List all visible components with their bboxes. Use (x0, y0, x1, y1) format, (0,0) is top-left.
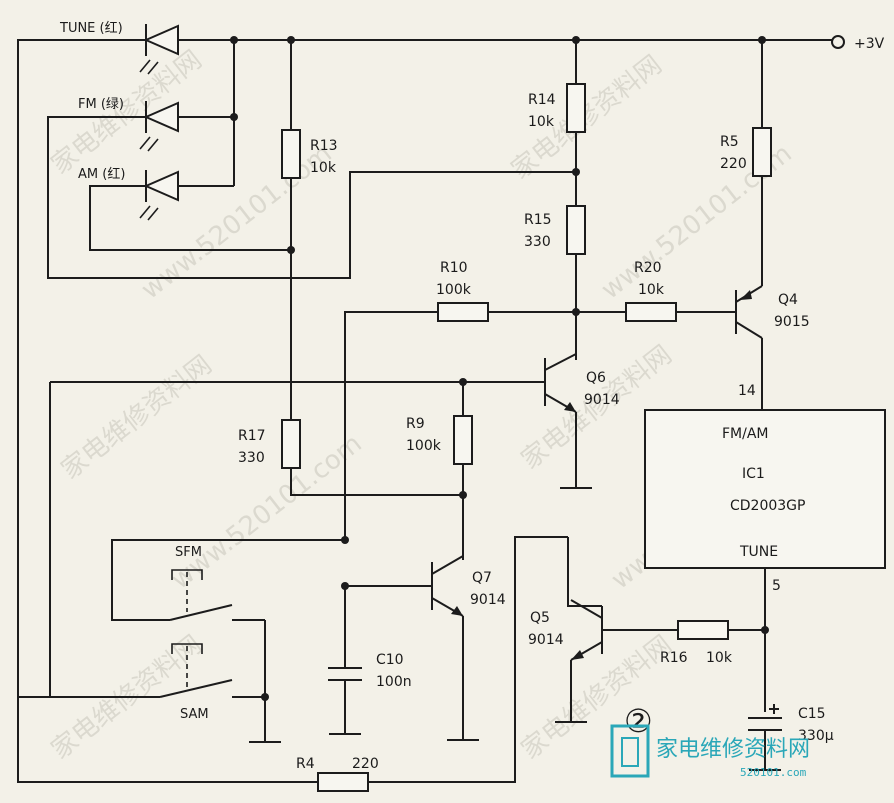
r13-name: R13 (310, 138, 338, 154)
brand-name: 家电维修资料网 (656, 737, 810, 762)
r5-name: R5 (720, 134, 739, 150)
r4-name: R4 (296, 756, 315, 772)
watermark-text: 家电维修资料网 (56, 350, 218, 486)
resistor-r14: R14 10k (528, 40, 586, 206)
led-tune-label: TUNE (红) (59, 20, 123, 36)
r5-value: 220 (720, 156, 747, 172)
led-wiring (17, 39, 576, 698)
r20-name: R20 (634, 260, 662, 276)
transistor-q5: Q5 9014 (528, 537, 678, 723)
q7-name: Q7 (472, 570, 492, 586)
watermark-url: www.520101.com (136, 139, 338, 306)
r4-value: 220 (352, 756, 379, 772)
transistor-q4: Q4 9015 (735, 285, 810, 410)
resistor-r20: R20 10k (576, 260, 736, 322)
c15-value: 330μ (798, 728, 834, 744)
r15-name: R15 (524, 212, 552, 228)
r13-value: 10k (310, 160, 337, 176)
switch-sfm: SFM (111, 539, 345, 621)
c10-name: C10 (376, 652, 404, 668)
q6-part: 9014 (584, 392, 620, 408)
ic-cd2003gp: 14 FM/AM IC1 CD2003GP TUNE 5 (644, 383, 886, 712)
watermark-text: 家电维修资料网 (516, 630, 678, 766)
led-am: AM (红) (78, 166, 179, 221)
supply-label: +3V (854, 36, 885, 52)
ic-line2: IC1 (742, 466, 765, 482)
ic-line3: CD2003GP (730, 498, 805, 514)
ic-pin-5: 5 (772, 578, 781, 594)
c15-name: C15 (798, 706, 826, 722)
resistor-r5: R5 220 (720, 40, 772, 286)
transistor-q6: Q6 9014 (50, 353, 620, 489)
led-fm-label: FM (绿) (78, 97, 124, 112)
q5-part: 9014 (528, 632, 564, 648)
brand-icon (610, 724, 650, 778)
r10-name: R10 (440, 260, 468, 276)
resistor-r10: R10 100k (344, 260, 576, 540)
r16-value: 10k (706, 650, 733, 666)
r17-value: 330 (238, 450, 265, 466)
capacitor-c15: C15 330μ (748, 704, 834, 771)
q6-name: Q6 (586, 370, 606, 386)
r9-value: 100k (406, 438, 442, 454)
transistor-q7: Q7 9014 (341, 536, 506, 741)
resistor-r9: R9 100k (406, 382, 473, 560)
watermark-text: 家电维修资料网 (46, 45, 208, 181)
q4-part: 9015 (774, 314, 810, 330)
q7-part: 9014 (470, 592, 506, 608)
r17-name: R17 (238, 428, 266, 444)
r16-name: R16 (660, 650, 688, 666)
resistor-r17: R17 330 (238, 419, 463, 496)
resistor-r15: R15 330 (524, 205, 586, 360)
led-tune: TUNE (红) (59, 20, 179, 75)
r15-value: 330 (524, 234, 551, 250)
watermark-layer: 家电维修资料网 www.520101.com 家电维修资料网 www.52010… (46, 45, 808, 766)
r14-value: 10k (528, 114, 555, 130)
resistor-r13: R13 10k (281, 40, 338, 420)
q5-name: Q5 (530, 610, 550, 626)
led-fm: FM (绿) (78, 97, 179, 152)
q4-name: Q4 (778, 292, 798, 308)
resistor-r16: R16 10k (660, 620, 769, 666)
supply-terminal (831, 35, 845, 49)
resistor-r4: R4 220 (17, 536, 568, 792)
brand-logo: 家电维修资料网 520101.com (610, 724, 810, 779)
sam-label: SAM (180, 707, 209, 722)
ic-line1: FM/AM (722, 426, 769, 442)
r10-value: 100k (436, 282, 472, 298)
c10-value: 100n (376, 674, 412, 690)
ic-pin-14: 14 (738, 383, 756, 399)
ic-line4: TUNE (739, 544, 778, 560)
r14-name: R14 (528, 92, 556, 108)
switch-sam: SAM (49, 382, 281, 743)
r9-name: R9 (406, 416, 425, 432)
led-am-label: AM (红) (78, 166, 125, 182)
capacitor-c10: C10 100n (328, 586, 412, 735)
sfm-label: SFM (175, 545, 202, 560)
r20-value: 10k (638, 282, 665, 298)
brand-sub: 520101.com (740, 766, 807, 779)
